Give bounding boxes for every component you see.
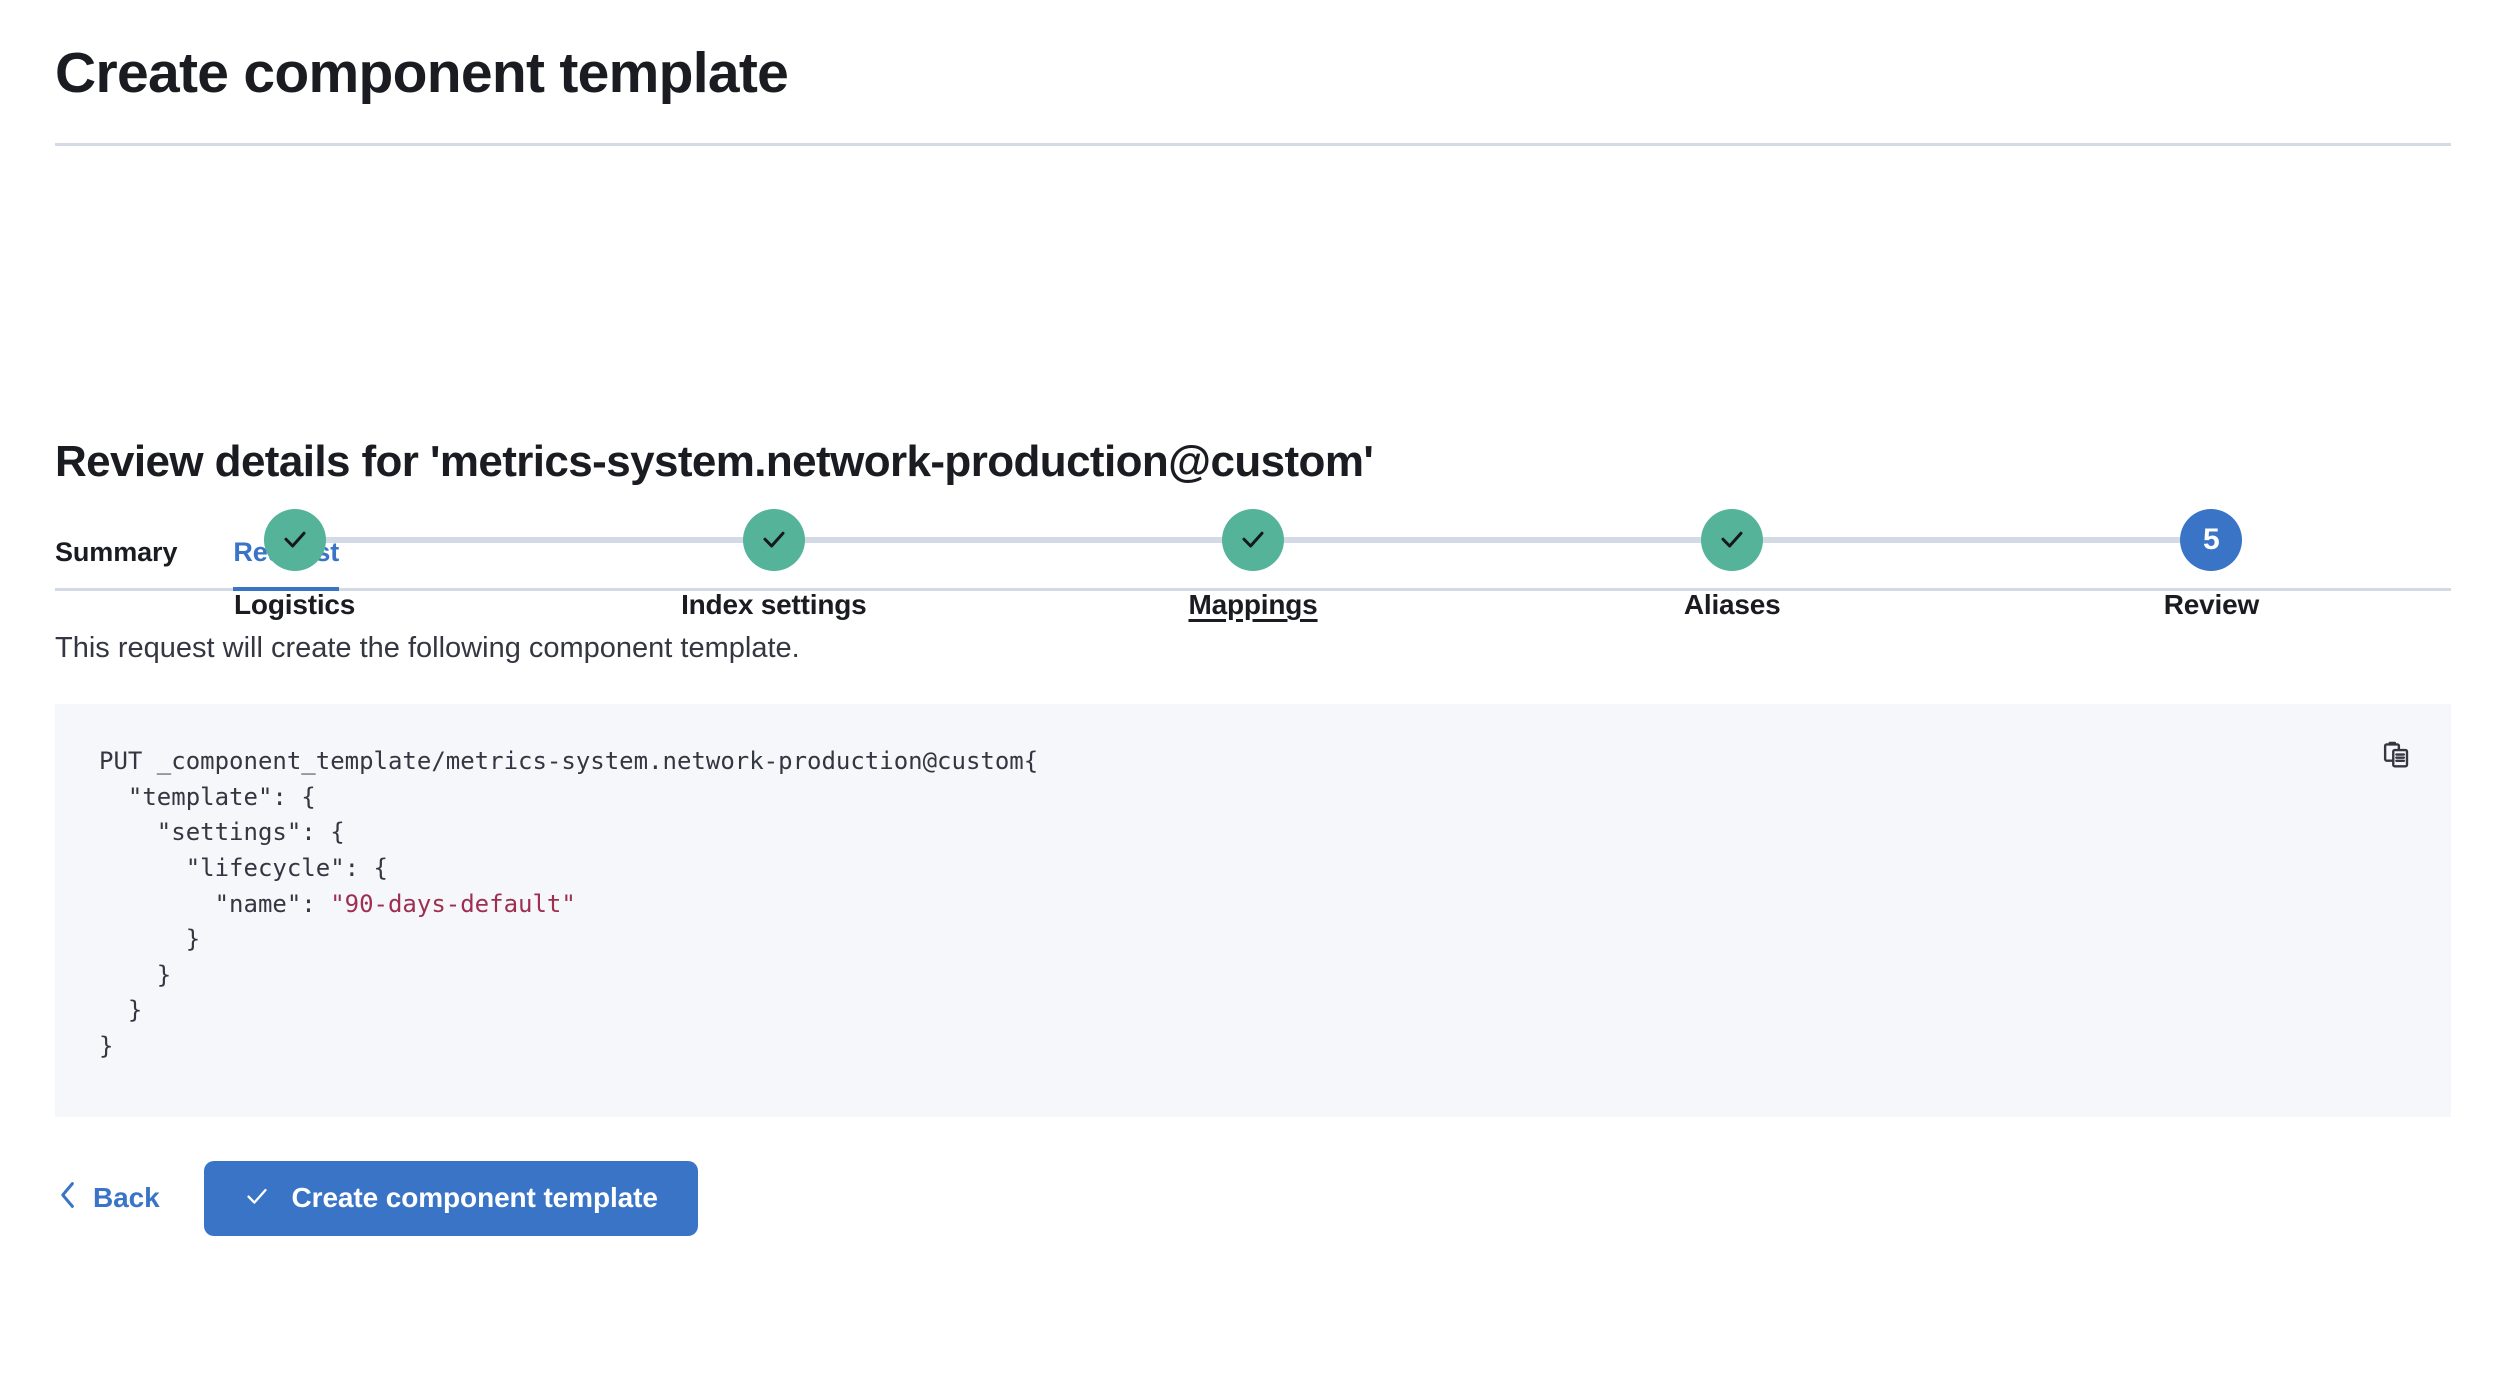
wizard-footer: Back Create component template [55, 1160, 2451, 1236]
step-label: Aliases [1683, 589, 1781, 621]
back-button-label: Back [93, 1182, 160, 1214]
check-icon [742, 509, 805, 572]
request-code-panel: PUT _component_template/metrics-system.n… [55, 704, 2451, 1117]
step-label-wrap: Aliases [1592, 571, 1872, 622]
step-label-wrap: Review [2071, 571, 2351, 622]
step-logistics[interactable]: Logistics [155, 509, 435, 622]
check-icon [263, 509, 326, 572]
create-component-template-button[interactable]: Create component template [203, 1160, 698, 1236]
request-description: This request will create the following c… [55, 632, 800, 665]
step-aliases[interactable]: Aliases [1592, 509, 1872, 622]
back-button[interactable]: Back [55, 1173, 164, 1224]
check-icon [1222, 509, 1284, 572]
step-number: 5 [2203, 523, 2220, 557]
check-icon [244, 1183, 270, 1214]
request-method-line: PUT _component_template/metrics-system.n… [99, 747, 1024, 776]
title-divider [55, 143, 2451, 147]
copy-clipboard-icon [2382, 740, 2412, 773]
step-label: Logistics [234, 589, 356, 621]
step-number-badge: 5 [2180, 509, 2243, 572]
step-connector [1253, 537, 1733, 544]
request-body-after: } } } } [99, 925, 201, 1060]
step-label: Review [2163, 589, 2260, 621]
copy-request-button[interactable] [2375, 734, 2419, 778]
step-connector [294, 537, 774, 544]
request-string-value: "90-days-default" [330, 889, 576, 918]
page-title: Create component template [55, 41, 789, 105]
detail-tabs: Summary Request [55, 537, 2451, 592]
request-code: PUT _component_template/metrics-system.n… [99, 744, 2407, 1064]
check-icon [1701, 509, 1764, 572]
step-label-wrap: Index settings [634, 571, 914, 622]
create-component-template-button-label: Create component template [291, 1182, 658, 1214]
review-heading: Review details for 'metrics-system.netwo… [55, 437, 1374, 487]
step-mappings[interactable]: Mappings [1113, 509, 1393, 622]
step-connector [773, 537, 1253, 544]
step-label-wrap: Logistics [155, 571, 435, 622]
step-label: Index settings [681, 589, 867, 621]
request-body-before: { "template": { "settings": { "lifecycle… [127, 747, 1039, 918]
tab-summary[interactable]: Summary [55, 537, 177, 588]
step-connector [1732, 537, 2212, 544]
step-index-settings[interactable]: Index settings [634, 509, 914, 622]
chevron-left-icon [59, 1181, 77, 1216]
step-label-wrap: Mappings [1113, 571, 1393, 622]
step-label: Mappings [1188, 589, 1318, 621]
